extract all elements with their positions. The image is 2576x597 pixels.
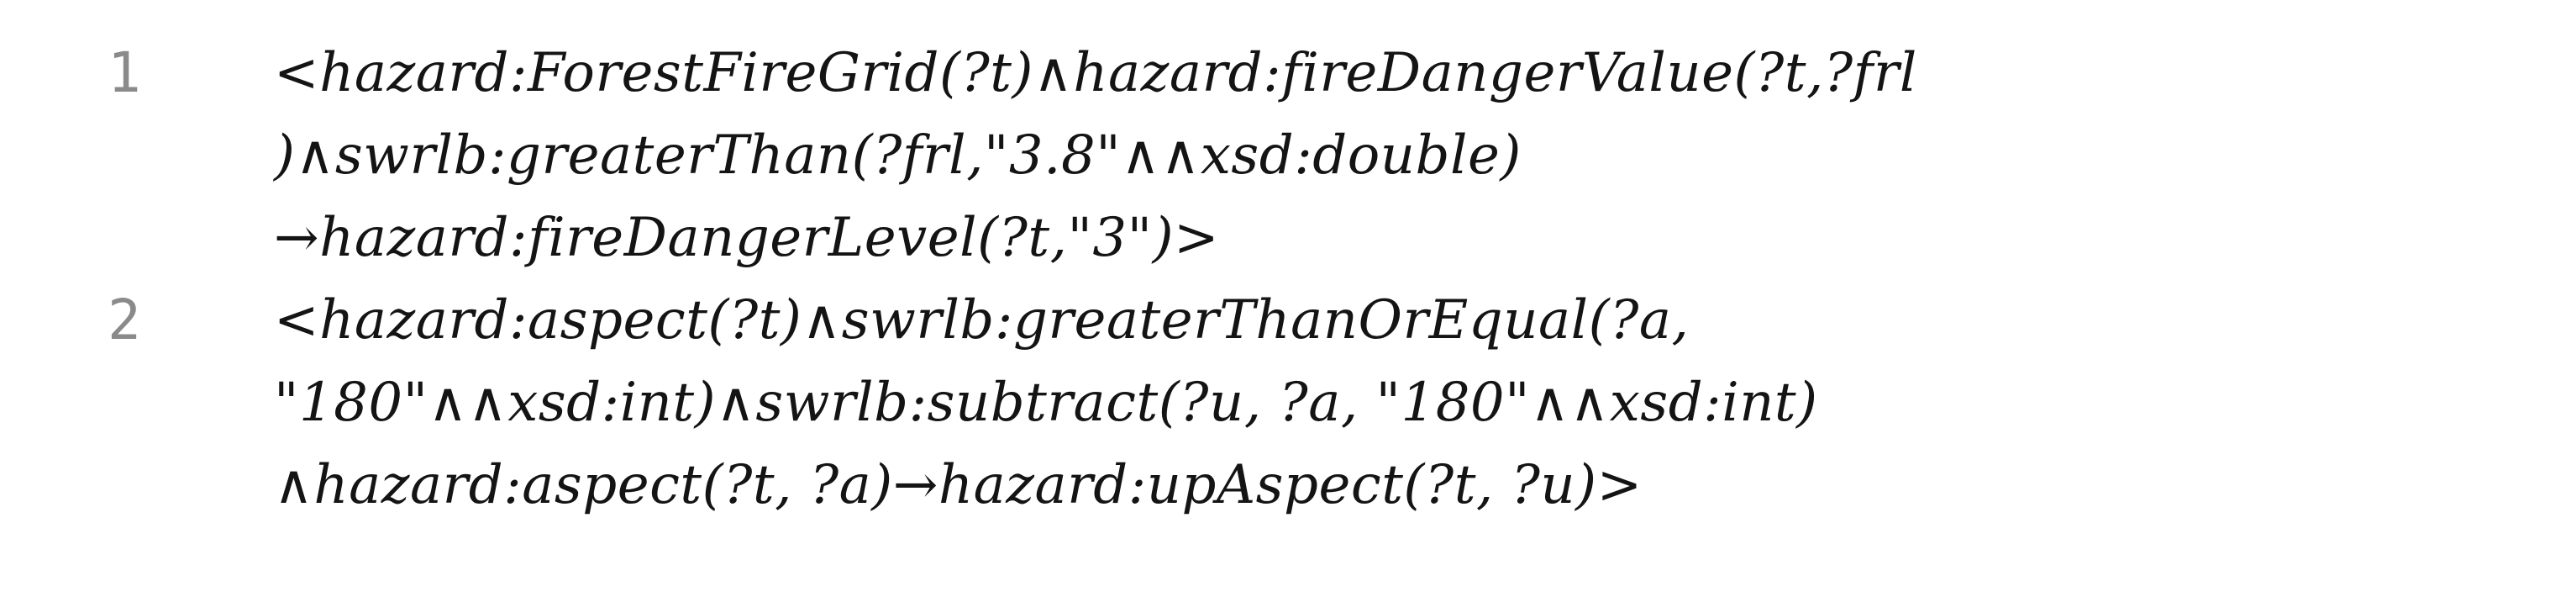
- code-text: <hazard:aspect(?t)∧swrlb:greaterThanOrEq…: [274, 289, 1690, 351]
- code-line: →hazard:fireDangerLevel(?t,"3")>: [0, 197, 2576, 279]
- code-text: "180"∧∧xsd:int)∧swrlb:subtract(?u, ?a, "…: [274, 372, 1818, 434]
- code-text: )∧swrlb:greaterThan(?frl,"3.8"∧∧xsd:doub…: [274, 124, 1522, 187]
- code-line: )∧swrlb:greaterThan(?frl,"3.8"∧∧xsd:doub…: [0, 114, 2576, 197]
- line-number: 1: [108, 40, 141, 105]
- code-line: 1 <hazard:ForestFireGrid(?t)∧hazard:fire…: [0, 32, 2576, 114]
- code-line: "180"∧∧xsd:int)∧swrlb:subtract(?u, ?a, "…: [0, 362, 2576, 444]
- code-text: <hazard:ForestFireGrid(?t)∧hazard:fireDa…: [274, 42, 1917, 104]
- code-line: ∧hazard:aspect(?t, ?a)→hazard:upAspect(?…: [0, 444, 2576, 526]
- code-text: ∧hazard:aspect(?t, ?a)→hazard:upAspect(?…: [274, 454, 1643, 516]
- code-text: →hazard:fireDangerLevel(?t,"3")>: [274, 207, 1220, 269]
- line-number: 2: [108, 288, 141, 352]
- code-line: 2 <hazard:aspect(?t)∧swrlb:greaterThanOr…: [0, 279, 2576, 362]
